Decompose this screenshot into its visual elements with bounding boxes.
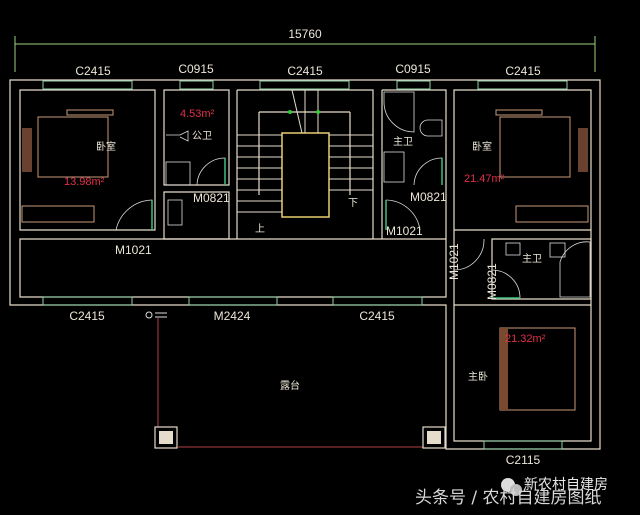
room-name-master-bath-top: 主卫 [393, 136, 413, 148]
window-label: C0915 [395, 62, 431, 76]
bed-master [499, 327, 576, 411]
window-label: C2415 [69, 309, 105, 323]
watermark-account: 新农村自建房 [524, 477, 608, 493]
door-label: M0821 [485, 263, 499, 300]
room-area-public-bath: 4.53m² [180, 108, 215, 120]
window-label: C2415 [505, 64, 541, 78]
overall-dimension-line [14, 36, 596, 72]
terrace [145, 311, 446, 449]
room-name-master-bath-right: 主卫 [522, 253, 542, 265]
door-label: M1021 [386, 224, 423, 238]
stair-down-label: 下 [348, 198, 358, 209]
room-name-master-bedroom: 主卧 [468, 370, 488, 383]
room-name-terrace: 露台 [280, 379, 300, 392]
room-name-public-bath: 公卫 [192, 131, 212, 142]
door-label: M1021 [447, 243, 461, 280]
door-leaves [151, 158, 520, 299]
windows [42, 80, 568, 450]
staircase [237, 89, 373, 218]
door-label: M0821 [193, 191, 230, 205]
walls [9, 79, 601, 450]
room-area-master-bedroom: 21.32m² [505, 333, 546, 345]
door-label: M1021 [115, 243, 152, 257]
window-label: C2415 [287, 64, 323, 78]
room-area-left-bedroom: 13.98m² [64, 176, 105, 188]
wechat-icon [501, 478, 522, 496]
room-area-right-bedroom: 21.47m² [464, 173, 505, 185]
door-label: M0821 [410, 190, 447, 204]
door-label: M2424 [214, 309, 251, 323]
overall-dimension-label: 15760 [288, 27, 322, 41]
bed-right [495, 109, 589, 223]
window-label: C0915 [178, 62, 214, 76]
window-label: C2415 [359, 309, 395, 323]
bath-fixtures [165, 91, 591, 298]
room-name-left-bedroom: 卧室 [96, 140, 116, 153]
window-label: C2415 [75, 64, 111, 78]
room-name-right-bedroom: 卧室 [472, 140, 492, 153]
bed-left [21, 109, 114, 223]
watermark-source: 头条号 / 农村自建房图纸 [415, 488, 602, 508]
stair-up-label: 上 [255, 223, 265, 235]
window-label: C2115 [506, 453, 541, 467]
